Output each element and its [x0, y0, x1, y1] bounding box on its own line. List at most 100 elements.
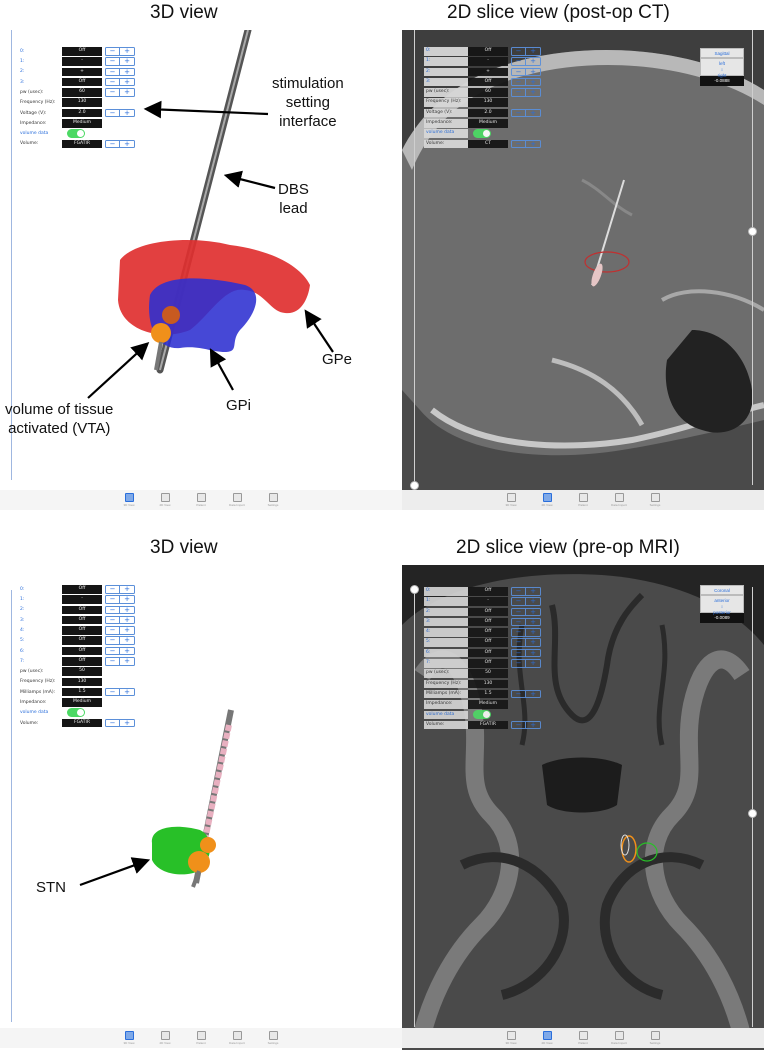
pulse-width-row[interactable]: pw (usec):60−+ — [18, 88, 135, 97]
plus-button[interactable]: + — [124, 47, 130, 55]
contact-6-stepper[interactable]: −+ — [105, 646, 135, 656]
contact-6-row[interactable]: 6:Off−+ — [18, 646, 135, 656]
contact-0-row[interactable]: 0:Off−+ — [424, 47, 541, 56]
contact-0-value[interactable]: Off — [468, 47, 508, 56]
contact-3-stepper[interactable]: −+ — [511, 617, 541, 627]
minus-button[interactable]: − — [512, 598, 526, 605]
tab-3d-view[interactable]: 3D View — [504, 493, 518, 507]
contact-2-row[interactable]: 2:Off−+ — [18, 605, 135, 615]
volume-data-row[interactable]: volume data — [18, 708, 135, 718]
contact-2-stepper[interactable]: −+ — [511, 607, 541, 617]
contact-0-value[interactable]: Off — [468, 587, 508, 596]
contact-4-value[interactable]: Off — [468, 628, 508, 637]
slider-track-left[interactable] — [414, 30, 415, 485]
contact-5-stepper[interactable]: −+ — [511, 638, 541, 647]
plus-button[interactable]: + — [530, 648, 536, 657]
plus-button[interactable]: + — [124, 108, 130, 117]
plane-button[interactable]: Coronal — [700, 585, 744, 595]
plus-button[interactable]: + — [124, 636, 130, 645]
3d-scene-gp[interactable] — [0, 30, 402, 510]
contact-4-stepper[interactable]: −+ — [511, 628, 541, 637]
voltage-stepper[interactable]: −+ — [105, 108, 135, 118]
contact-7-stepper[interactable]: −+ — [105, 657, 135, 666]
contact-1-row[interactable]: 1:-−+ — [18, 595, 135, 604]
tab-bar-bottom-right[interactable]: 3D View 2D View Patient Data Import Sett… — [402, 1028, 764, 1048]
contact-3-value[interactable]: Off — [468, 77, 508, 87]
tab-2d-view[interactable]: 2D View — [158, 1031, 172, 1045]
plus-button[interactable]: + — [124, 585, 130, 593]
slider-handle-right[interactable] — [748, 227, 757, 236]
slider-handle-left[interactable] — [410, 585, 419, 594]
pulse-width-row[interactable]: pw (usec):60−+ — [424, 88, 541, 97]
tab-2d-view[interactable]: 2D View — [158, 493, 172, 507]
contact-5-value[interactable]: Off — [62, 636, 102, 645]
plus-button[interactable]: + — [124, 687, 130, 696]
minus-button[interactable]: − — [106, 48, 120, 55]
volume-stepper[interactable]: −+ — [105, 718, 135, 728]
plus-button[interactable]: + — [124, 595, 130, 604]
stim-settings-mri[interactable]: 0:Off−+ 1:-−+ 2:Off−+ 3:Off−+ 4:Off−+ 5:… — [424, 587, 541, 731]
contact-7-row[interactable]: 7:Off−+ — [424, 659, 541, 668]
contact-7-value[interactable]: Off — [468, 659, 508, 668]
minus-button[interactable]: − — [106, 58, 120, 65]
contact-1-row[interactable]: 1:-−+ — [424, 597, 541, 606]
pulse-width-stepper[interactable]: −+ — [105, 88, 135, 97]
volume-row[interactable]: Volume:FGATIR−+ — [18, 718, 135, 728]
volume-value[interactable]: FGATIR — [62, 718, 102, 728]
frequency-row[interactable]: Frequency (Hz):130 — [18, 98, 135, 107]
contact-2-value[interactable]: + — [62, 67, 102, 77]
minus-button[interactable]: − — [106, 658, 120, 665]
plus-button[interactable]: + — [530, 597, 536, 606]
minus-button[interactable]: − — [512, 48, 526, 55]
impedance-value[interactable]: Medium — [468, 119, 508, 128]
impedance-row[interactable]: Impedance:Medium — [424, 700, 541, 709]
tab-bar-top-right[interactable]: 3D View 2D View Patient Data Import Sett… — [402, 490, 764, 510]
contact-5-row[interactable]: 5:Off−+ — [424, 638, 541, 647]
contact-0-stepper[interactable]: −+ — [105, 585, 135, 594]
pulse-width-value[interactable]: 60 — [62, 88, 102, 97]
voltage-row[interactable]: Voltage (V):2.0−+ — [424, 108, 541, 118]
volume-data-row[interactable]: volume data — [18, 129, 135, 139]
contact-7-stepper[interactable]: −+ — [511, 659, 541, 668]
plus-button[interactable]: + — [530, 139, 536, 148]
volume-data-toggle[interactable] — [473, 710, 491, 720]
milliamps-row[interactable]: Milliamps (mA):1.5−+ — [18, 687, 135, 697]
contact-1-row[interactable]: 1:-−+ — [18, 57, 135, 66]
slider-track-right[interactable] — [752, 30, 753, 485]
minus-button[interactable]: − — [106, 596, 120, 603]
plus-button[interactable]: + — [530, 628, 536, 637]
contact-1-stepper[interactable]: −+ — [511, 57, 541, 66]
volume-value[interactable]: CT — [468, 139, 508, 149]
contact-3-stepper[interactable]: −+ — [105, 615, 135, 625]
tab-patient[interactable]: Patient — [194, 493, 208, 507]
contact-1-value[interactable]: - — [62, 595, 102, 604]
frequency-value[interactable]: 130 — [62, 677, 102, 687]
contact-3-value[interactable]: Off — [62, 77, 102, 87]
contact-1-value[interactable]: - — [468, 597, 508, 606]
tab-bar-bottom-left[interactable]: 3D View 2D View Patient Data Import Sett… — [0, 1028, 402, 1048]
contact-6-stepper[interactable]: −+ — [511, 648, 541, 658]
plus-button[interactable]: + — [530, 108, 536, 117]
plus-button[interactable]: + — [530, 587, 536, 595]
contact-5-row[interactable]: 5:Off−+ — [18, 636, 135, 645]
slider-track-right[interactable] — [752, 587, 753, 1027]
plus-button[interactable]: + — [124, 139, 130, 148]
plus-button[interactable]: + — [124, 57, 130, 66]
minus-button[interactable]: − — [512, 140, 526, 148]
volume-row[interactable]: Volume:FGATIR−+ — [424, 720, 541, 730]
plus-button[interactable]: + — [124, 657, 130, 666]
contact-2-row[interactable]: 2:Off−+ — [424, 607, 541, 617]
minus-button[interactable]: − — [512, 78, 526, 86]
impedance-value[interactable]: Medium — [62, 119, 102, 128]
tab-data-import[interactable]: Data Import — [229, 493, 245, 507]
minus-button[interactable]: − — [512, 58, 526, 65]
plus-button[interactable]: + — [124, 88, 130, 97]
volume-value[interactable]: FGATIR — [468, 720, 508, 730]
minus-button[interactable]: − — [106, 688, 120, 696]
plus-button[interactable]: + — [530, 617, 536, 626]
plus-button[interactable]: + — [530, 607, 536, 616]
tab-3d-view[interactable]: 3D View — [504, 1031, 518, 1045]
minus-button[interactable]: − — [512, 660, 526, 667]
direction-button[interactable]: anterior↕posterior — [700, 595, 744, 615]
milliamps-stepper[interactable]: −+ — [511, 689, 541, 699]
